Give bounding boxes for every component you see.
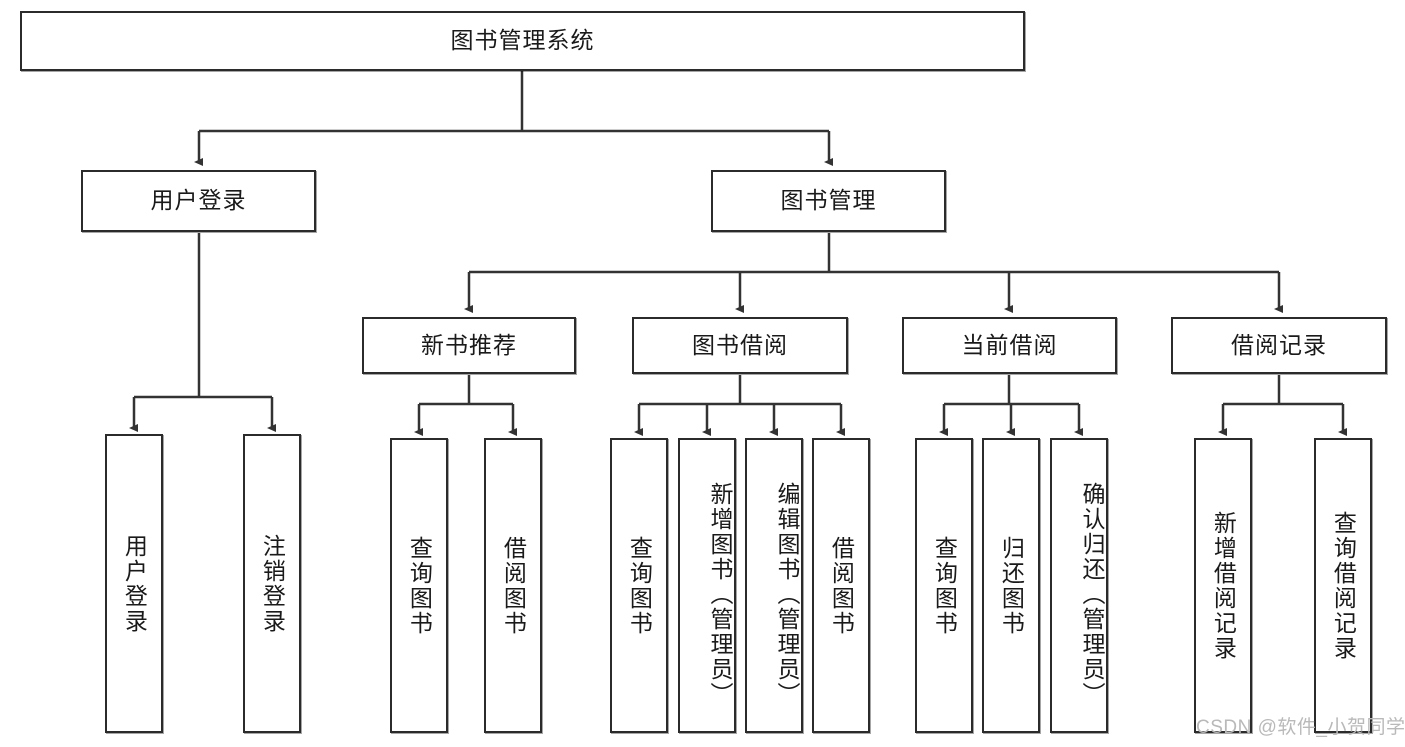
- node-label: 确认归还（管理员）: [1079, 482, 1105, 707]
- node-label: 新增图书（管理员）: [707, 482, 733, 707]
- leaf-user-login-logout[interactable]: 注销登录: [243, 434, 301, 733]
- leaf-new-book-query-book[interactable]: 查询图书: [390, 438, 448, 733]
- node-new-book-recommendation[interactable]: 新书推荐: [362, 317, 576, 374]
- node-label: 编辑图书（管理员）: [774, 482, 800, 707]
- leaf-current-borrow-confirm-return-admin[interactable]: 确认归还（管理员）: [1050, 438, 1108, 733]
- node-book-borrow[interactable]: 图书借阅: [632, 317, 848, 374]
- leaf-current-borrow-return-book[interactable]: 归还图书: [982, 438, 1040, 733]
- leaf-book-borrow-edit-book-admin[interactable]: 编辑图书（管理员）: [745, 438, 803, 733]
- node-borrow-record[interactable]: 借阅记录: [1171, 317, 1387, 374]
- leaf-book-borrow-add-book-admin[interactable]: 新增图书（管理员）: [678, 438, 736, 733]
- node-label: 新增借阅记录: [1210, 510, 1237, 661]
- node-label: 借阅图书: [828, 535, 855, 636]
- node-label: 用户登录: [150, 187, 247, 214]
- node-root-book-management-system[interactable]: 图书管理系统: [20, 11, 1025, 71]
- node-label: 查询图书: [931, 535, 958, 636]
- node-label: 注销登录: [259, 533, 286, 634]
- node-label: 借阅记录: [1231, 331, 1327, 358]
- node-label: 图书借阅: [692, 331, 788, 358]
- leaf-borrow-record-query-record[interactable]: 查询借阅记录: [1314, 438, 1372, 733]
- leaf-book-borrow-borrow-book[interactable]: 借阅图书: [812, 438, 870, 733]
- node-label: 查询图书: [406, 535, 433, 636]
- node-label: 查询借阅记录: [1330, 510, 1357, 661]
- node-current-borrow[interactable]: 当前借阅: [902, 317, 1117, 374]
- node-label: 图书管理系统: [450, 27, 595, 54]
- node-book-management[interactable]: 图书管理: [711, 170, 946, 232]
- leaf-current-borrow-query-book[interactable]: 查询图书: [915, 438, 973, 733]
- node-label: 借阅图书: [500, 535, 527, 636]
- leaf-new-book-borrow-book[interactable]: 借阅图书: [484, 438, 542, 733]
- node-label: 用户登录: [121, 533, 148, 634]
- leaf-borrow-record-add-record[interactable]: 新增借阅记录: [1194, 438, 1252, 733]
- leaf-book-borrow-query-book[interactable]: 查询图书: [610, 438, 668, 733]
- leaf-user-login-login[interactable]: 用户登录: [105, 434, 163, 733]
- node-user-login[interactable]: 用户登录: [81, 170, 316, 232]
- node-label: 查询图书: [626, 535, 653, 636]
- node-label: 当前借阅: [961, 331, 1058, 358]
- csdn-watermark: CSDN @软件_小贺同学: [1196, 717, 1405, 738]
- node-label: 图书管理: [780, 187, 877, 214]
- node-label: 归还图书: [998, 535, 1025, 636]
- node-label: 新书推荐: [421, 331, 517, 358]
